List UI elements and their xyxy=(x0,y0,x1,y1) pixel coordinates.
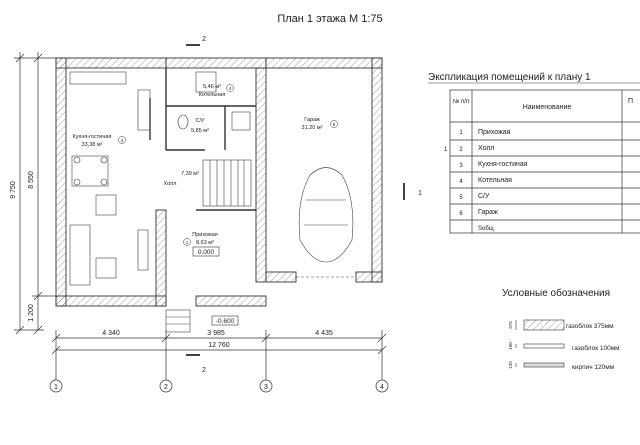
explication-col-num: № п/п xyxy=(453,98,469,105)
explication-row-num: 5 xyxy=(459,195,463,201)
legend-size-2: 100 xyxy=(508,342,513,350)
room-marker-4 xyxy=(226,84,234,92)
room-marker-num-4: 4 xyxy=(229,86,232,91)
sheet-title: План 1 этажа М 1:75 xyxy=(277,13,382,25)
room-label-boiler: Котельная xyxy=(199,92,226,98)
outer-walls xyxy=(55,57,383,307)
staircase xyxy=(202,159,252,207)
outside-level-mark: -0.600 xyxy=(216,318,235,325)
explication-col-area: П xyxy=(628,98,633,105)
axis-4: 4 xyxy=(380,384,384,391)
legend-label-2: газоблок 100мм xyxy=(572,344,620,352)
room-marker-1 xyxy=(183,238,191,246)
vertical-dimensions xyxy=(14,52,56,335)
explication-row-name: Холл xyxy=(478,145,495,152)
explication-row-num: 3 xyxy=(459,163,463,169)
explication-col-name: Наименование xyxy=(523,104,572,111)
furniture xyxy=(69,71,356,333)
section-mark-bottom: 2 xyxy=(202,367,206,374)
room-label-kitchen: Кухня-гостиная xyxy=(73,134,112,140)
axis-bubbles xyxy=(49,379,389,393)
section-mark-top: 2 xyxy=(202,36,206,43)
explication-row-num: 2 xyxy=(459,147,463,153)
dim-h-3: 4 435 xyxy=(315,330,333,337)
room-area-garage: 31,20 м² xyxy=(302,125,323,131)
legend-label-3: кирпич 120мм xyxy=(572,364,615,371)
legend-title: Условные обозначения xyxy=(502,287,610,299)
dim-v-total: 9 750 xyxy=(10,181,17,199)
dim-h-total: 12 760 xyxy=(208,342,230,349)
car-icon xyxy=(298,167,354,263)
legend-size-1: 375 xyxy=(508,321,513,329)
explication-row-num: 4 xyxy=(459,179,463,185)
room-marker-num-6: 6 xyxy=(333,122,336,127)
explication-table xyxy=(449,89,640,234)
room-marker-num-3: 3 xyxy=(121,138,124,143)
explication-row-num: 6 xyxy=(459,211,463,217)
legend-size-3: 120 xyxy=(508,361,513,369)
legend-label-1: газоблок 375мм xyxy=(566,322,614,330)
explication-row-name: Гараж xyxy=(478,209,498,216)
axis-1: 1 xyxy=(54,384,58,391)
explication-title: Экспликация помещений к плану 1 xyxy=(428,72,591,83)
explication-row-name: С/У xyxy=(478,193,490,200)
axis-2: 2 xyxy=(164,384,168,391)
room-marker-3 xyxy=(118,136,126,144)
axis-3: 3 xyxy=(264,384,268,391)
explication-row-name: Котельная xyxy=(478,177,512,184)
dim-v-bottom: 1 200 xyxy=(28,304,35,322)
room-area-boiler: 5,46 м² xyxy=(203,84,221,90)
legend-swatches xyxy=(515,319,565,368)
level-mark: 0.000 xyxy=(198,249,215,256)
explication-row-name: Кухня-гостиная xyxy=(478,161,528,168)
horizontal-dimensions xyxy=(51,330,387,380)
room-marker-6 xyxy=(330,120,338,128)
section-marks xyxy=(186,44,405,356)
dim-v-main: 8 550 xyxy=(28,171,35,189)
level-mark-box xyxy=(192,246,220,257)
explication-row-name: Прихожая xyxy=(478,129,511,136)
room-label-hall: Холл xyxy=(164,181,177,187)
dim-h-2: 3 985 xyxy=(207,330,225,337)
room-label-entry: Прихожая xyxy=(192,232,218,238)
explication-row-num: 1 xyxy=(459,130,463,136)
dim-h-1: 4 340 xyxy=(102,330,120,337)
outside-level-box xyxy=(211,315,239,326)
room-area-kitchen: 33,38 м² xyxy=(82,142,103,148)
room-area-entry: 8,63 м² xyxy=(196,240,214,246)
section-mark-side: 1 xyxy=(418,190,422,197)
room-area-hall: 7,39 м² xyxy=(181,171,199,177)
explication-margin-mark-1: 1 xyxy=(444,147,448,153)
room-marker-num-1: 1 xyxy=(186,240,189,245)
room-area-wc: 5,85 м² xyxy=(191,128,209,134)
explication-total-label: Sобщ xyxy=(478,226,494,232)
room-label-garage: Гараж xyxy=(304,117,320,123)
room-label-wc: С/У xyxy=(196,118,206,124)
